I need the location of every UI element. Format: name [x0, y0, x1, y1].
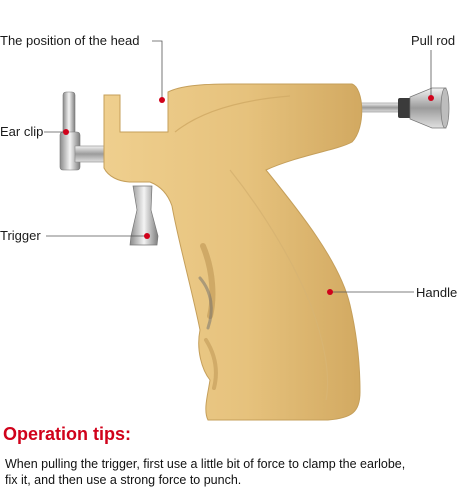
label-head-position: The position of the head — [0, 33, 140, 48]
label-handle: Handle — [416, 285, 458, 300]
operation-tips-text: When pulling the trigger, first use a li… — [5, 456, 460, 488]
operation-tips-title: Operation tips: — [3, 424, 132, 444]
label-trigger: Trigger — [0, 228, 41, 243]
pull-rod — [354, 87, 450, 129]
tips-line-2: fix it, and then use a strong force to p… — [5, 473, 242, 487]
callout-head — [152, 40, 165, 103]
gun-body — [103, 83, 363, 421]
trigger — [129, 185, 159, 246]
callout-pull-rod — [428, 50, 434, 101]
callout-handle — [327, 289, 414, 295]
label-ear-clip: Ear clip — [0, 124, 44, 139]
callout-trigger — [46, 233, 150, 239]
label-pull-rod: Pull rod — [411, 33, 456, 48]
callout-ear-clip — [44, 129, 69, 135]
ear-clip — [59, 91, 108, 171]
tips-line-1: When pulling the trigger, first use a li… — [5, 457, 406, 471]
